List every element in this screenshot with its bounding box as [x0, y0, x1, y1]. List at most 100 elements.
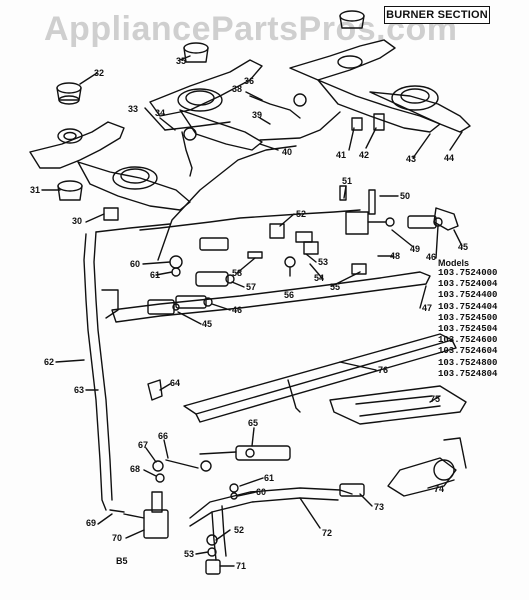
label-70: 70 — [112, 533, 122, 543]
page-code: B5 — [116, 556, 128, 566]
label-30: 30 — [72, 216, 82, 226]
part-55 — [351, 263, 367, 275]
part-53 — [295, 231, 313, 243]
broiler-burner-75 — [329, 385, 467, 497]
part-56 — [284, 256, 296, 268]
fitting-73 — [339, 483, 365, 497]
label-49: 49 — [410, 244, 420, 254]
igniter-65 — [199, 445, 291, 461]
label-34: 34 — [155, 108, 165, 118]
part-68 — [155, 473, 165, 483]
screw-50 — [368, 189, 376, 215]
clip-51 — [339, 185, 347, 201]
label-62: 62 — [44, 357, 54, 367]
bracket-76 — [183, 333, 453, 415]
fitting-69 — [109, 509, 125, 513]
part-67 — [152, 460, 164, 472]
label-55: 55 — [330, 282, 340, 292]
pipe-62 — [83, 233, 107, 511]
label-72: 72 — [322, 528, 332, 538]
label-42: 42 — [359, 150, 369, 160]
label-65: 65 — [248, 418, 258, 428]
label-33: 33 — [128, 104, 138, 114]
label-61-top: 61 — [150, 270, 160, 280]
label-39: 39 — [252, 110, 262, 120]
valve-42 — [373, 113, 385, 131]
model-number: 103.7524600 — [438, 335, 498, 346]
label-68: 68 — [130, 464, 140, 474]
model-number: 103.7524000 — [438, 268, 498, 278]
label-69: 69 — [86, 518, 96, 528]
part-71 — [205, 559, 221, 575]
label-44: 44 — [444, 153, 454, 163]
model-list: Models 103.7524000 103.7524004 103.75244… — [438, 258, 497, 380]
section-title: BURNER SECTION — [384, 6, 490, 24]
part-54 — [303, 241, 319, 255]
label-75: 75 — [430, 394, 440, 404]
model-number: 103.7524004 — [438, 279, 498, 290]
center-igniter-cluster — [164, 93, 341, 177]
burner-cap-32 — [56, 82, 82, 105]
valve-57 — [195, 271, 235, 287]
valve-49 — [345, 211, 395, 235]
label-73: 73 — [374, 502, 384, 512]
label-67: 67 — [138, 440, 148, 450]
washer-61 — [171, 267, 181, 277]
valve-58-top — [199, 237, 229, 251]
label-38: 38 — [232, 84, 242, 94]
model-number: 103.7524500 — [438, 312, 498, 323]
label-43: 43 — [406, 154, 416, 164]
burner-cap-31 — [57, 180, 83, 201]
igniter-block-30 — [103, 207, 119, 221]
label-53-bottom: 53 — [184, 549, 194, 559]
orifice-46 — [407, 215, 443, 229]
part-66 — [165, 459, 199, 469]
model-number: 103.7524504 — [438, 324, 498, 335]
label-53: 53 — [318, 257, 328, 267]
label-76: 76 — [378, 365, 388, 375]
clip-64 — [147, 379, 163, 401]
model-number: 103.7524800 — [438, 357, 498, 368]
burner-left-upper — [149, 59, 263, 151]
manifold-47 — [111, 271, 431, 323]
label-46-top: 46 — [426, 252, 436, 262]
model-number: 103.7524804 — [438, 368, 498, 379]
label-47: 47 — [422, 303, 432, 313]
label-36: 36 — [244, 76, 254, 86]
part-52 — [269, 223, 285, 239]
label-50: 50 — [400, 191, 410, 201]
label-74: 74 — [434, 484, 444, 494]
knob-60 — [169, 255, 183, 269]
burner-left-lower — [29, 121, 191, 211]
label-32: 32 — [94, 68, 104, 78]
pipe-72 — [189, 487, 353, 519]
label-57: 57 — [246, 282, 256, 292]
label-45-mid: 45 — [202, 319, 212, 329]
label-71: 71 — [236, 561, 246, 571]
label-63: 63 — [74, 385, 84, 395]
model-list-heading: Models — [438, 258, 470, 268]
part-number-labels: 32 35 33 34 36 38 39 40 41 42 43 44 31 3… — [30, 56, 468, 571]
label-54: 54 — [314, 273, 324, 283]
gas-tube-40 — [157, 145, 297, 261]
valve-41 — [351, 117, 363, 131]
label-60-top: 60 — [130, 259, 140, 269]
label-46-mid: 46 — [232, 305, 242, 315]
label-40: 40 — [282, 147, 292, 157]
valve-46-lower — [175, 295, 213, 309]
label-52: 52 — [296, 209, 306, 219]
burner-cap-35 — [183, 42, 209, 63]
orifice-45 — [433, 207, 459, 231]
label-64: 64 — [170, 378, 180, 388]
model-number: 103.7524404 — [438, 301, 498, 312]
label-52-bottom: 52 — [234, 525, 244, 535]
model-number: 103.7524400 — [438, 290, 498, 301]
label-51: 51 — [342, 176, 352, 186]
label-45-top: 45 — [458, 242, 468, 252]
burner-cap-right — [339, 10, 365, 29]
model-number: 103.7524604 — [438, 346, 498, 357]
label-58: 58 — [232, 268, 242, 278]
label-60-bottom: 60 — [256, 487, 266, 497]
